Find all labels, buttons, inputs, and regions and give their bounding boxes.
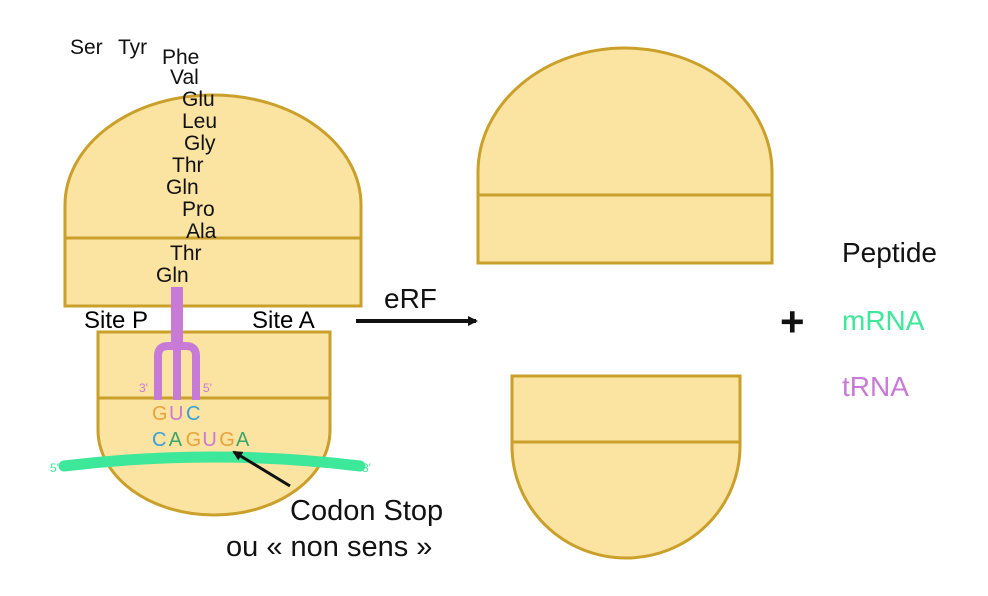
codon-base: U: [202, 429, 216, 451]
trna-3-prime-label: 3': [139, 381, 148, 395]
codon-base: A: [236, 429, 250, 451]
small-subunit-right-bowl: [510, 440, 742, 560]
amino-acid: Gln: [166, 176, 199, 199]
large-subunit-right-dome: [476, 46, 774, 197]
codon-base: A: [169, 429, 183, 451]
product-peptide: Peptide: [842, 237, 937, 268]
small-subunit-right-band: [510, 374, 742, 444]
site-p-label: Site P: [84, 307, 148, 334]
mrna-3-prime-label: 3': [362, 461, 371, 475]
large-subunit-right: [476, 46, 774, 265]
large-subunit-dome: [63, 93, 363, 240]
erf-label: eRF: [384, 283, 437, 314]
trna-5-prime-label: 5': [203, 381, 212, 395]
codon-stop-label: Codon Stop: [290, 495, 443, 527]
codon-base: G: [186, 429, 202, 451]
large-subunit-band: [63, 236, 363, 308]
plus-sign: +: [780, 298, 805, 345]
small-subunit-left: [96, 330, 332, 517]
non-sens-label: ou « non sens »: [226, 531, 432, 563]
amino-acid: Ala: [186, 220, 217, 243]
anticodon-base: U: [169, 403, 183, 425]
amino-acid: Gln: [156, 264, 189, 287]
trna-molecule: [154, 287, 200, 400]
product-trna: tRNA: [842, 371, 909, 402]
amino-acid: Gly: [184, 132, 216, 155]
amino-acid: Pro: [182, 198, 215, 221]
amino-acid: Thr: [172, 154, 204, 177]
amino-acid: Phe: [162, 46, 199, 69]
codon-base: C: [152, 429, 166, 451]
trna-stem: [171, 287, 183, 347]
large-subunit-left: [63, 93, 363, 308]
amino-acid: Val: [170, 66, 199, 89]
small-subunit-band: [96, 330, 332, 400]
mrna-strand: [58, 451, 366, 472]
amino-acid: Thr: [170, 242, 202, 265]
product-mrna: mRNA: [842, 305, 925, 336]
amino-acid: Ser: [70, 36, 103, 59]
small-subunit-right: [510, 374, 742, 560]
mrna-5-prime-label: 5': [50, 461, 59, 475]
large-subunit-right-band: [476, 193, 774, 265]
anticodon-base: C: [186, 403, 200, 425]
anticodon-base: G: [152, 403, 168, 425]
site-a-label: Site A: [252, 307, 315, 334]
amino-acid: Glu: [182, 88, 215, 111]
codon-base: G: [219, 429, 235, 451]
amino-acid: Tyr: [118, 36, 147, 59]
codon-stop-pointer: [232, 450, 291, 488]
amino-acid: Leu: [182, 110, 217, 133]
